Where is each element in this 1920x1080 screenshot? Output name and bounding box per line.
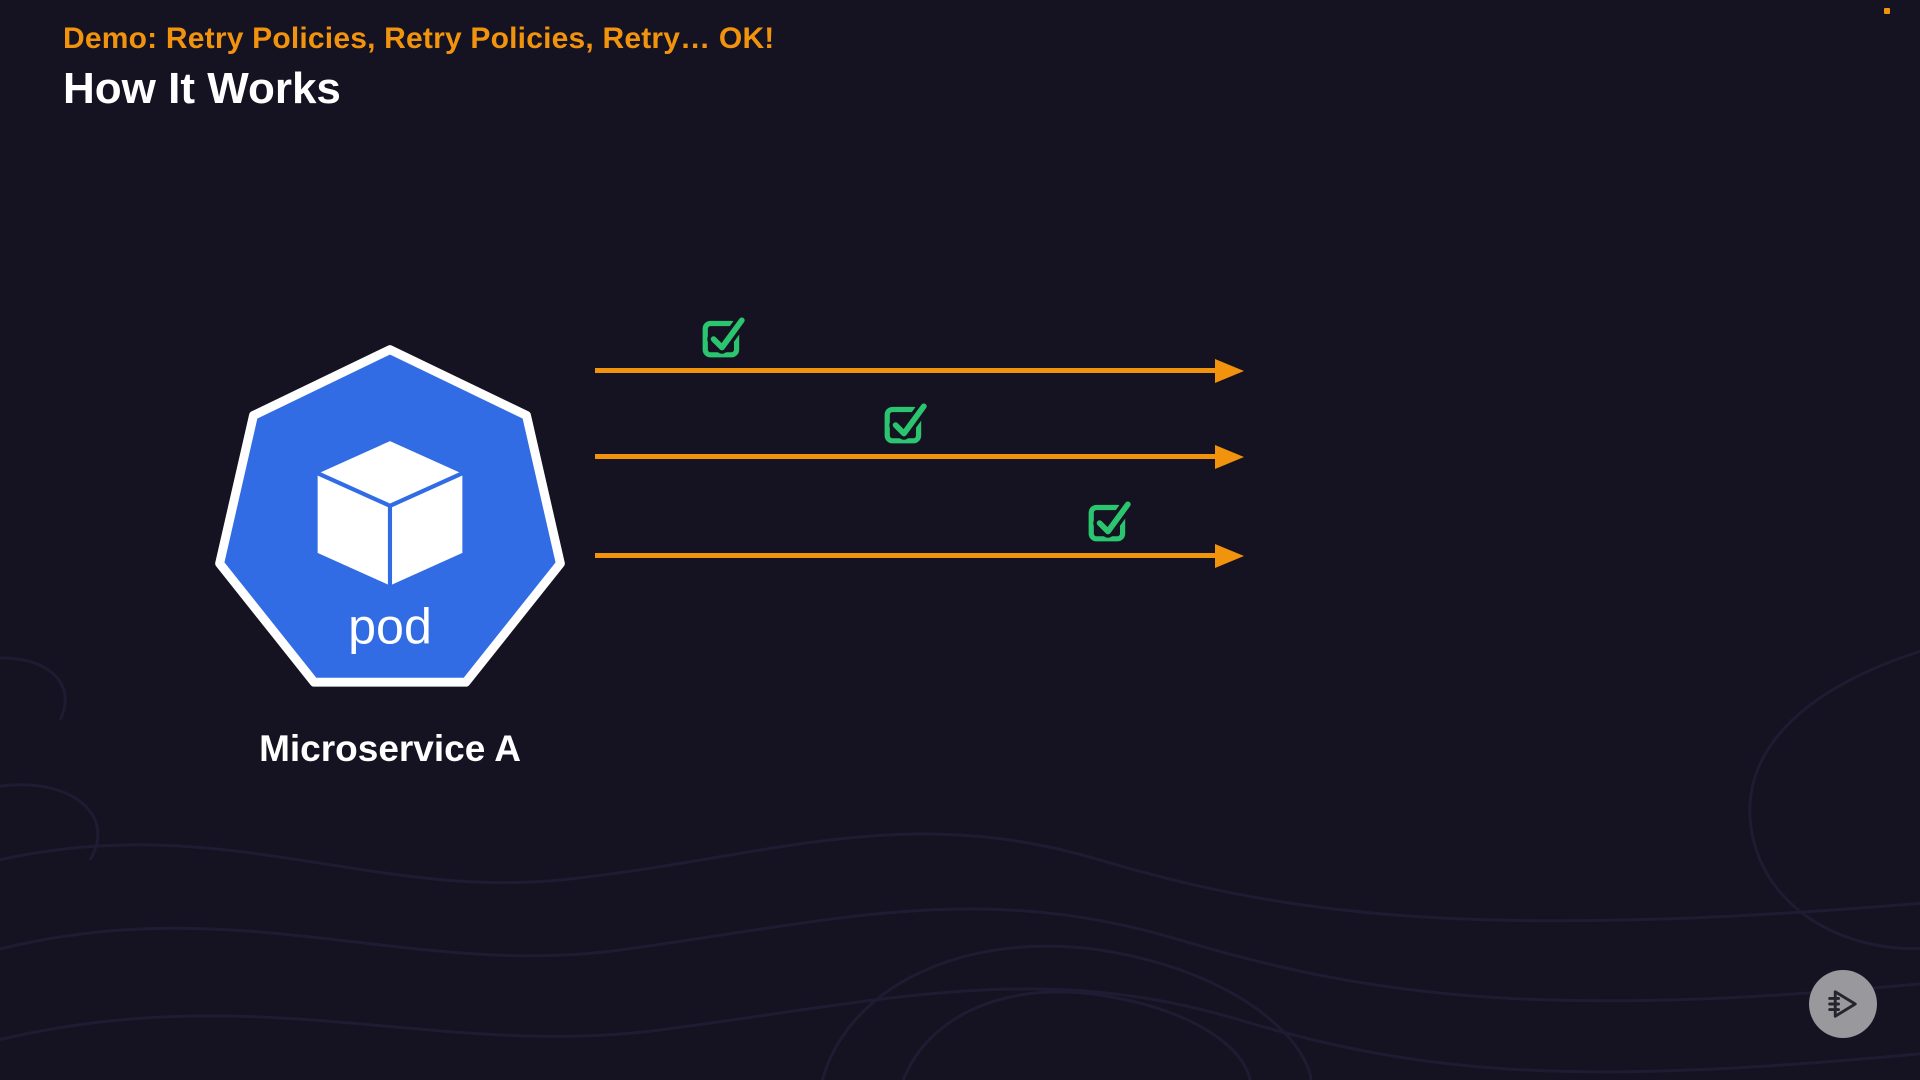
slide-eyebrow: Demo: Retry Policies, Retry Policies, Re… bbox=[63, 22, 775, 55]
pod-label: pod bbox=[348, 598, 432, 654]
cube-icon bbox=[313, 436, 467, 590]
interactive-play-icon bbox=[1828, 990, 1857, 1018]
microservice-a-pod: pod bbox=[204, 328, 576, 706]
page-title: How It Works bbox=[63, 64, 341, 113]
retry-arrow-3 bbox=[595, 553, 1215, 558]
kubernetes-pod-icon: pod bbox=[215, 345, 565, 687]
success-check-icon bbox=[702, 314, 746, 358]
success-check-icon bbox=[1088, 498, 1132, 542]
microservice-label: Microservice A bbox=[259, 728, 521, 769]
retry-arrow-2 bbox=[595, 454, 1215, 459]
orange-dot bbox=[1884, 8, 1890, 14]
retry-arrow-1 bbox=[595, 368, 1215, 373]
success-check-icon bbox=[884, 400, 928, 444]
player-button[interactable] bbox=[1809, 970, 1877, 1038]
